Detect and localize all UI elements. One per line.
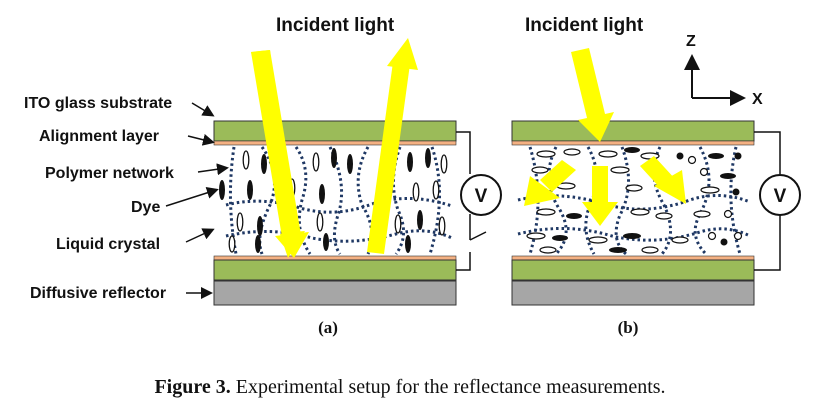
lc-molecules-b <box>526 147 743 254</box>
top-glass-a <box>213 120 457 142</box>
scatter-arrow-left-head <box>524 176 560 206</box>
circuit-a: V <box>456 131 502 271</box>
cell-a: V <box>213 38 502 306</box>
figure-caption-prefix: Figure 3. <box>154 376 230 398</box>
top-glass-b <box>511 120 755 142</box>
figure-caption: Figure 3. Experimental setup for the ref… <box>154 376 665 398</box>
label-ito: ITO glass substrate <box>24 95 172 112</box>
x-axis-label: X <box>752 91 763 108</box>
label-alignment: Alignment layer <box>39 128 159 145</box>
layer-labels: ITO glass substrate Alignment layer Poly… <box>24 95 229 302</box>
coordinate-axes: Z X <box>684 33 763 108</box>
cell-b: V <box>511 48 801 306</box>
voltmeter-b-label: V <box>774 186 787 207</box>
bottom-alignment-a <box>213 255 457 261</box>
bottom-glass-b <box>511 259 755 281</box>
bottom-alignment-b <box>511 255 755 261</box>
incident-arrow-a-head <box>275 232 309 258</box>
label-reflector: Diffusive reflector <box>30 285 166 302</box>
incident-arrow-a-body <box>251 50 301 237</box>
scatter-arrow-right-head <box>654 170 686 204</box>
voltmeter-a-label: V <box>475 186 488 207</box>
top-alignment-a <box>213 140 457 146</box>
light-arrows-a <box>251 38 418 258</box>
reflected-arrow-a-body <box>367 62 410 254</box>
circuit-b: V <box>754 131 801 271</box>
bottom-glass-a <box>213 259 457 281</box>
label-liquid-crystal: Liquid crystal <box>56 236 160 253</box>
incident-light-b-title: Incident light <box>525 15 644 36</box>
z-axis-label: Z <box>686 33 696 50</box>
incident-arrow-b-head <box>578 112 614 142</box>
label-dye: Dye <box>131 199 160 216</box>
voltmeter-a <box>460 174 502 216</box>
reflected-arrow-a-head <box>387 38 418 70</box>
incident-arrow-b-body <box>571 48 606 122</box>
label-polymer: Polymer network <box>45 165 174 182</box>
scatter-arrow-down-head <box>582 202 618 226</box>
reflector-a <box>213 280 457 306</box>
reflector-b <box>511 280 755 306</box>
figure-caption-text: Experimental setup for the reflectance m… <box>236 376 666 398</box>
scatter-arrow-left-body <box>540 160 576 192</box>
scatter-arrow-down-body <box>592 166 608 204</box>
panel-b-caption: (b) <box>618 318 639 337</box>
voltmeter-b <box>759 174 801 216</box>
top-alignment-b <box>511 140 755 146</box>
light-arrows-b <box>524 48 686 226</box>
incident-light-a-title: Incident light <box>276 15 395 36</box>
panel-a-caption: (a) <box>318 318 338 337</box>
